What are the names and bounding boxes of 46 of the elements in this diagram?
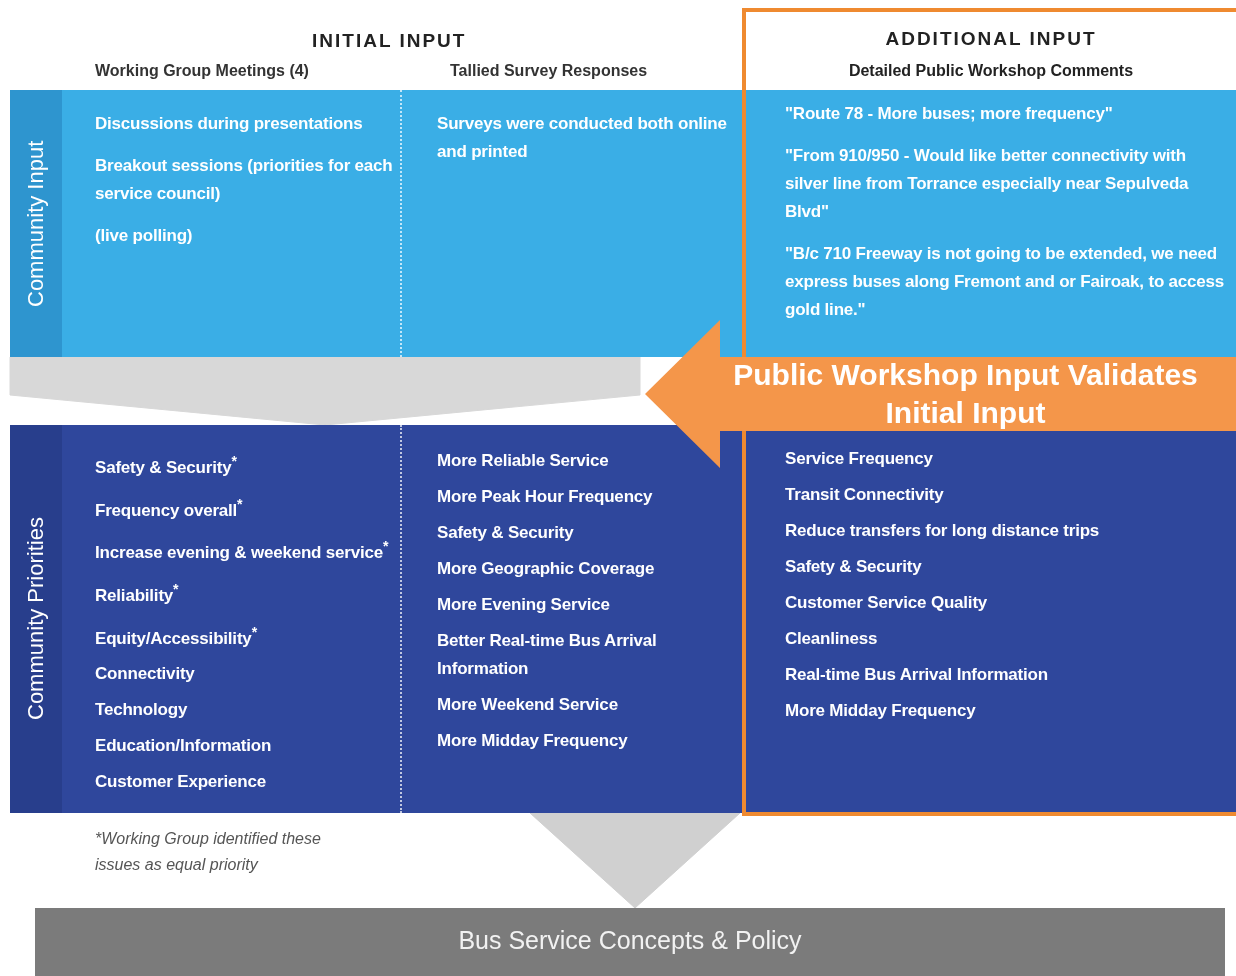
footnote: *Working Group identified these issues as equal priority (95, 829, 322, 875)
list-item: More Peak Hour Frequency (437, 486, 654, 508)
list-item: More Midday Frequency (785, 700, 977, 722)
list-item: Safety & Security (437, 522, 575, 544)
funnel-arrow (9, 356, 641, 426)
list-item: More Geographic Coverage (437, 558, 656, 580)
list-item: Real-time Bus Arrival Information (785, 664, 1049, 686)
list-item: Cleanliness (785, 628, 879, 650)
list-item: More Reliable Service (437, 450, 610, 472)
band-title: Community Input (10, 90, 62, 357)
list-item: Reliability$^{*}$ (95, 579, 180, 607)
list-item: Frequency overall$^{*}$ (95, 494, 244, 522)
column-subheading: Detailed Public Workshop Comments (847, 62, 1135, 80)
list-item: "From 910/950 - Would like better connectivity with silver line from Torrance especially near Sepulveda Blvd" (785, 145, 1190, 223)
list-item: Better Real-time Bus Arrival Information (437, 630, 658, 680)
list-item: Safety & Security (785, 556, 923, 578)
column-heading: INITIAL INPUT (312, 30, 467, 52)
community-input-band (10, 90, 1236, 357)
list-item: "B/c 710 Freeway is not going to be extended, we need express buses along Fremont and or Fairoak, to access gold line." (785, 243, 1226, 321)
list-item: Safety & Security$^{*}$ (95, 452, 238, 479)
column-heading: ADDITIONAL INPUT (884, 28, 1098, 50)
list-item: Service Frequency (785, 448, 934, 470)
funnel-arrow (529, 812, 741, 909)
list-item: More Evening Service (437, 594, 611, 616)
list-item: Technology (95, 699, 189, 722)
list-item: Transit Connectivity (785, 484, 945, 506)
list-item: "Route 78 - More buses; more frequency" (785, 103, 1114, 125)
arrow-label: Public Workshop Input Validates Initial Input (732, 357, 1199, 431)
list-item: Connectivity (95, 663, 196, 686)
list-item: More Weekend Service (437, 694, 619, 716)
column-subheading: Working Group Meetings (4) (95, 62, 309, 80)
list-item: Customer Service Quality (785, 592, 989, 614)
list-item: More Midday Frequency (437, 730, 629, 752)
list-item: Surveys were conducted both online and printed (437, 113, 728, 163)
list-item: Increase evening & weekend service$^{*}$ (95, 537, 390, 564)
list-item: Customer Experience (95, 771, 267, 794)
list-item: (live polling) (95, 225, 194, 247)
result-bar (35, 908, 1225, 976)
bar-title: Bus Service Concepts & Policy (457, 926, 803, 955)
column-subheading: Tallied Survey Responses (450, 62, 648, 80)
list-item: Education/Information (95, 735, 273, 758)
list-item: Equity/Accessibility$^{*}$ (95, 622, 258, 650)
list-item: Reduce transfers for long distance trips (785, 520, 1101, 542)
band-title: Community Priorities (10, 425, 62, 813)
list-item: Discussions during presentations (95, 113, 364, 135)
list-item: Breakout sessions (priorities for each service council) (95, 155, 394, 205)
